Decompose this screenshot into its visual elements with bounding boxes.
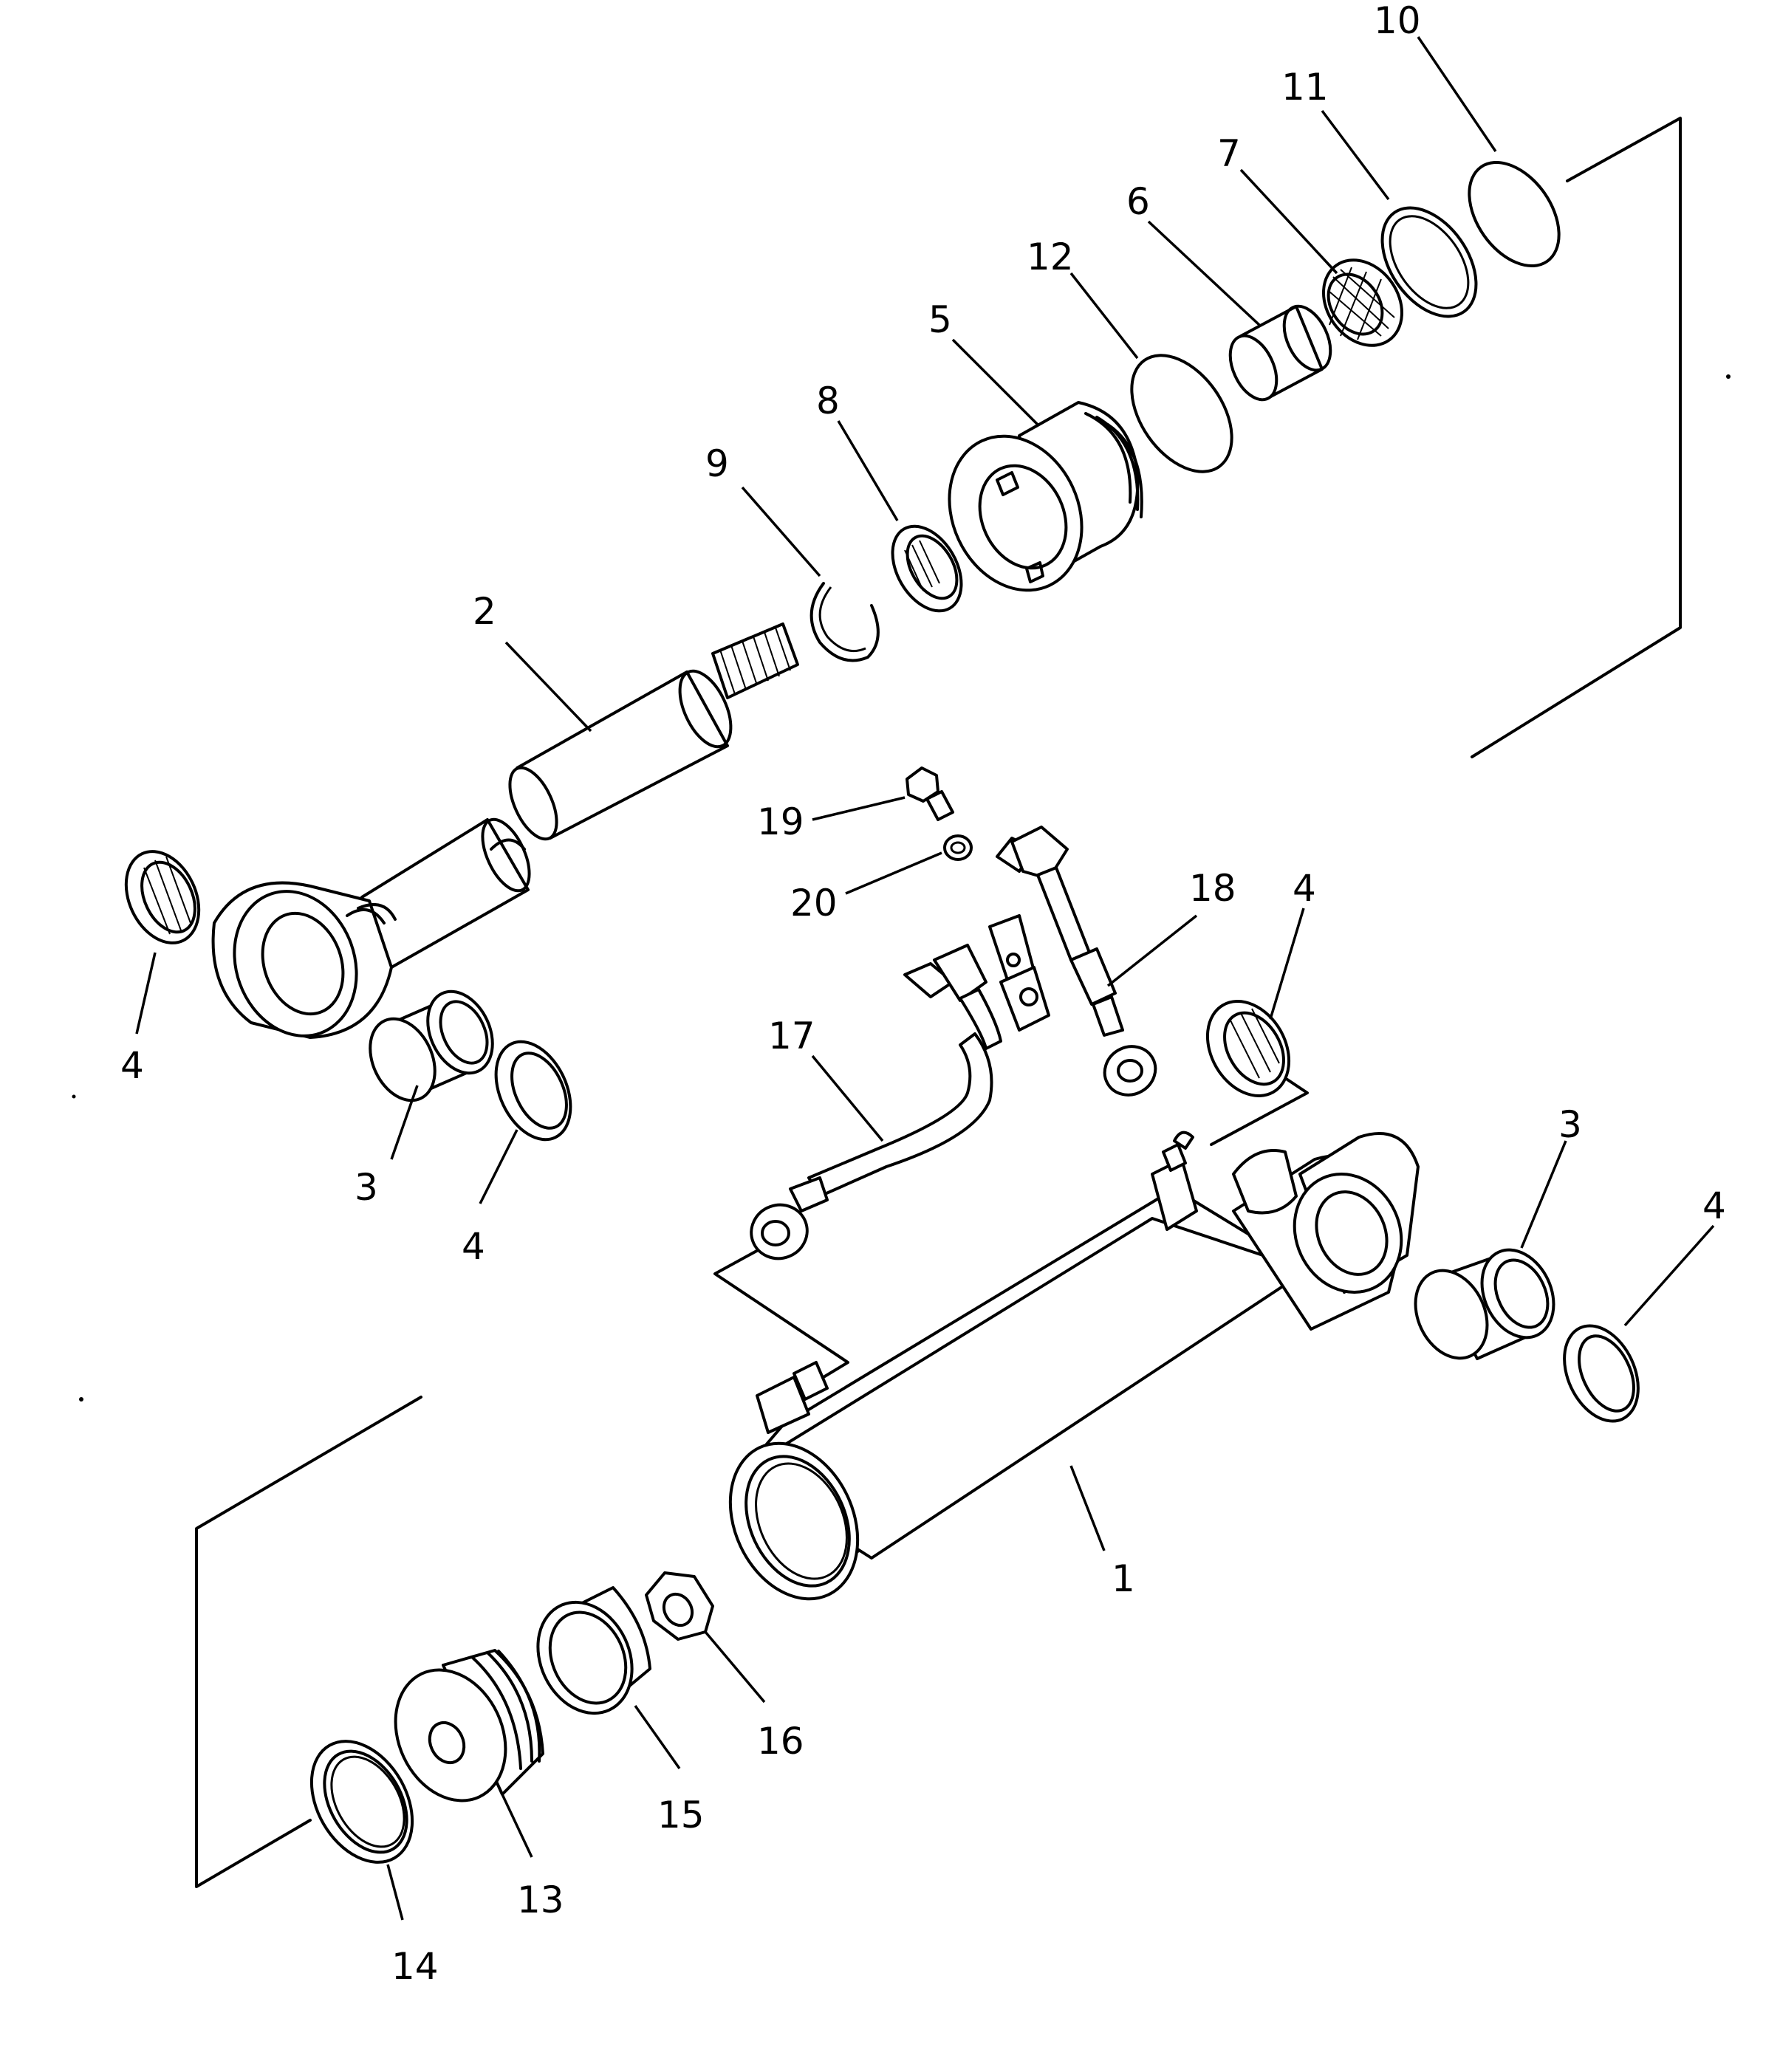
piston-rod-icon [211,622,799,1039]
callout-4-upper-left: 4 [120,1044,144,1087]
backup-ring-icon [1380,206,1478,318]
callout-20: 20 [790,882,838,924]
callout-19: 19 [757,800,804,843]
bushing-icon [1414,1248,1555,1360]
bushing-icon [1228,304,1332,402]
callout-14: 14 [391,1945,439,1988]
cylinder-head-icon [948,401,1143,592]
seal-4-connection-bracket [1210,1077,1309,1146]
callout-4-right: 4 [1702,1184,1726,1227]
o-ring-icon [1468,160,1561,268]
callout-11: 11 [1281,66,1329,109]
cylinder-tube-icon [728,1131,1420,1601]
callout-1: 1 [1112,1557,1135,1600]
dust-seal-icon [891,524,963,613]
callout-2: 2 [473,590,496,633]
bushing-icon [369,989,494,1102]
callout-6: 6 [1126,180,1150,223]
callout-15: 15 [657,1794,705,1836]
callout-9: 9 [705,442,729,485]
bolt-icon [906,766,954,821]
wear-ring-icon [536,1586,651,1715]
callout-3-right: 3 [1558,1103,1582,1146]
dust-seal-icon [124,850,201,944]
rod-packing-icon [1321,258,1404,347]
dust-seal-icon [1205,1000,1291,1097]
washer-icon [943,834,973,861]
tube-icon [988,826,1157,1097]
tube-17-connection-bracket [713,1239,849,1381]
tube-icon [750,944,1050,1260]
piston-icon [394,1649,544,1802]
callout-7: 7 [1217,132,1241,175]
callout-5: 5 [928,298,952,341]
callout-8: 8 [816,380,840,422]
callout-16: 16 [757,1720,804,1763]
nut-icon [645,1571,714,1641]
callout-17: 17 [768,1015,815,1057]
callout-10: 10 [1374,0,1421,42]
dust-seal-icon [494,1040,572,1142]
assembly-bracket-lower [195,1396,422,1888]
callout-12: 12 [1027,236,1074,278]
snap-ring-icon [809,582,880,662]
piston-ring-icon [309,1740,414,1864]
o-ring-icon [1130,354,1233,473]
callout-4-left-lower: 4 [462,1225,485,1268]
assembly-bracket-upper [1471,117,1682,758]
dust-seal-icon [1563,1324,1640,1423]
scan-specks [72,374,1731,1402]
leader-lines [135,36,1715,1921]
callout-4-center: 4 [1293,867,1316,910]
callout-labels: 10 11 7 6 12 5 8 9 2 19 20 18 4 17 3 4 1… [120,0,1726,1988]
callout-3-left: 3 [355,1166,378,1209]
callout-13: 13 [517,1879,564,1921]
callout-18: 18 [1189,867,1236,910]
